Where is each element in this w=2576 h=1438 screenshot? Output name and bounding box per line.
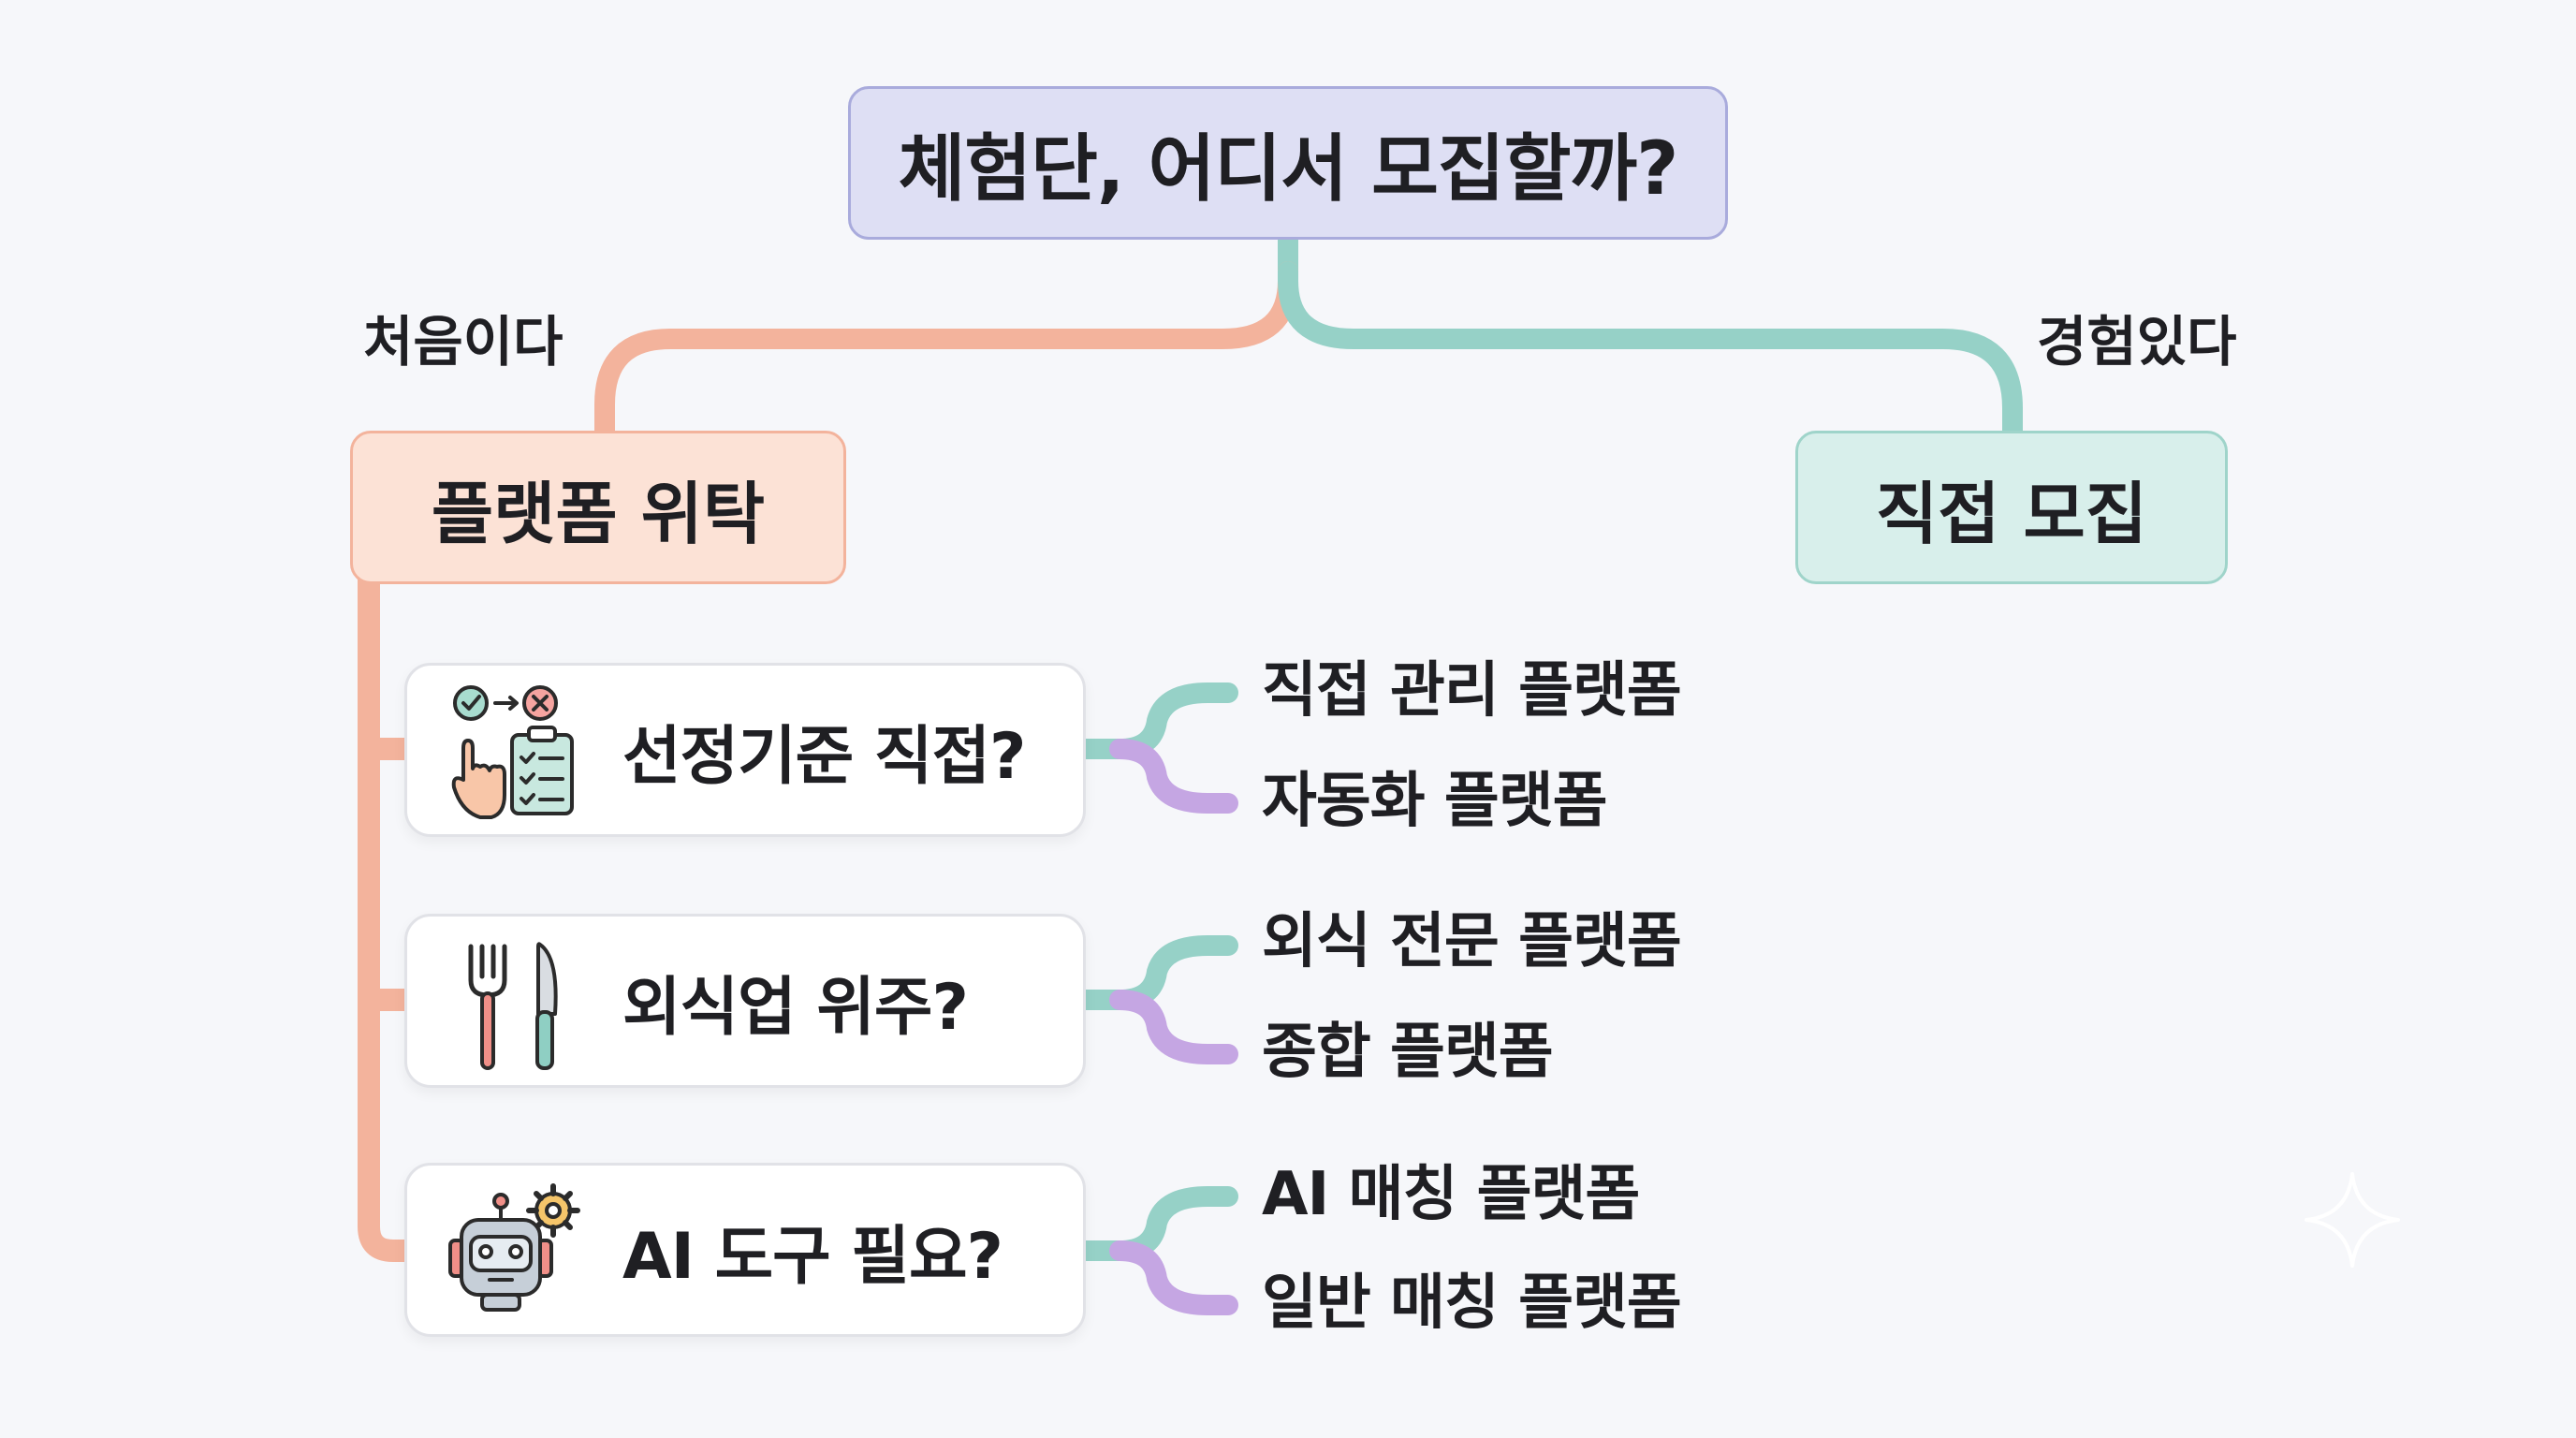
option-dining-specialist: 외식 전문 플랫폼 bbox=[1262, 907, 1682, 976]
option-normal-matching: 일반 매칭 플랫폼 bbox=[1262, 1269, 1682, 1338]
checklist-hand-icon bbox=[451, 685, 574, 819]
fork-q2-top bbox=[1076, 935, 1238, 1010]
branch-line-experienced bbox=[1278, 261, 2023, 441]
question-text: 외식업 위주? bbox=[622, 970, 969, 1045]
question-text: 선정기준 직접? bbox=[622, 719, 1026, 794]
platform-delegation-node: 플랫폼 위탁 bbox=[350, 431, 846, 584]
question-card-ai: AI 도구 필요? bbox=[404, 1163, 1086, 1337]
robot-gear-icon bbox=[448, 1183, 580, 1312]
direct-recruit-node: 직접 모집 bbox=[1795, 431, 2228, 584]
fork-q1-bottom bbox=[1109, 739, 1238, 814]
fork-q1-top bbox=[1076, 682, 1238, 759]
branch-line-first bbox=[594, 261, 1298, 441]
option-ai-matching: AI 매칭 플랫폼 bbox=[1262, 1160, 1640, 1229]
question-text: AI 도구 필요? bbox=[622, 1219, 1003, 1294]
branch-label-first: 처음이다 bbox=[363, 310, 564, 374]
root-title: 체험단, 어디서 모집할까? bbox=[898, 127, 1679, 212]
sparkle-icon bbox=[2305, 1172, 2400, 1268]
platform-delegation-label: 플랫폼 위탁 bbox=[431, 474, 766, 553]
fork-q3-bottom bbox=[1109, 1240, 1238, 1315]
branch-label-experienced: 경험있다 bbox=[2037, 310, 2237, 374]
fork-knife-icon bbox=[468, 942, 558, 1070]
platform-spine-line bbox=[358, 560, 419, 1262]
root-question-box: 체험단, 어디서 모집할까? bbox=[848, 86, 1728, 240]
question-card-criteria: 선정기준 직접? bbox=[404, 663, 1086, 837]
option-general: 종합 플랫폼 bbox=[1262, 1018, 1554, 1087]
option-direct-manage: 직접 관리 플랫폼 bbox=[1262, 656, 1682, 726]
option-automation: 자동화 플랫폼 bbox=[1262, 767, 1608, 836]
fork-q3-top bbox=[1076, 1186, 1238, 1261]
direct-recruit-label: 직접 모집 bbox=[1875, 474, 2148, 553]
fork-q2-bottom bbox=[1109, 990, 1238, 1064]
question-card-dining: 외식업 위주? bbox=[404, 914, 1086, 1088]
